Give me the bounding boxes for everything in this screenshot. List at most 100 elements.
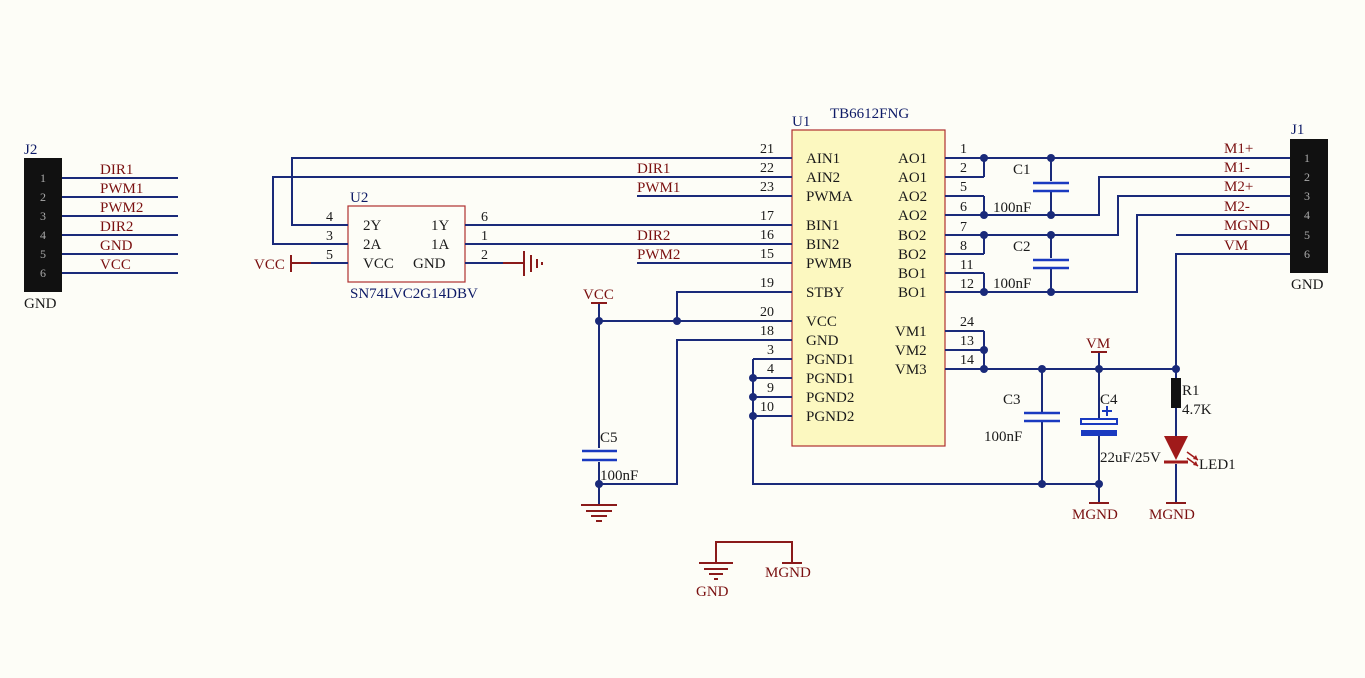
j2-pin-4: 4	[40, 228, 46, 242]
u2-pin-num-2: 2	[481, 248, 488, 263]
u1-pin-vm3: VM3	[895, 362, 927, 378]
u1-pin-num-12: 12	[960, 277, 974, 292]
gnd-mgnd-bridge: GND MGND	[696, 541, 811, 600]
vcc-symbol-u2: VCC	[254, 255, 311, 273]
ic-u2: U2 4 3 5 6 1 2 2Y 2A VCC 1Y 1A GND SN74L…	[311, 190, 503, 302]
u2-pin-1a: 1A	[431, 237, 450, 253]
capacitor-c4: C4 22uF/25V	[1080, 392, 1161, 466]
led1-ref: LED1	[1199, 457, 1236, 473]
vm-c4-label: VM	[1086, 336, 1110, 352]
u2-part: SN74LVC2G14DBV	[350, 286, 478, 302]
j1-pin-5: 5	[1304, 228, 1310, 242]
junction-dots	[595, 154, 1180, 488]
u1-part: TB6612FNG	[830, 106, 909, 122]
u1-pin-bin2: BIN2	[806, 237, 839, 253]
ic-u1: TB6612FNG U1	[753, 106, 984, 447]
u1-pin-num-21: 21	[760, 142, 774, 157]
u1-pin-num-1: 1	[960, 142, 967, 157]
u1-pin-ao2-a: AO2	[898, 189, 927, 205]
net-label-pwm2: PWM2	[637, 247, 680, 263]
ground-icon-u2	[503, 251, 543, 276]
c4-value: 22uF/25V	[1100, 450, 1161, 466]
u2-pin-num-6: 6	[481, 210, 488, 225]
j2-pin-2: 2	[40, 190, 46, 204]
bridge-gnd-label: GND	[696, 584, 729, 600]
j1-body	[1290, 139, 1328, 273]
u1-pin-num-24: 24	[960, 315, 974, 330]
j1-net-mgnd: MGND	[1224, 218, 1270, 234]
logic-net-labels: DIR1 PWM1 DIR2 PWM2	[637, 161, 680, 263]
u1-pin-num-15: 15	[760, 247, 774, 262]
c5-value: 100nF	[600, 468, 638, 484]
u1-pin-stby: STBY	[806, 285, 845, 301]
j1-ref: J1	[1291, 122, 1304, 138]
u2-pin-1y: 1Y	[431, 218, 450, 234]
u1-pin-bo2-b: BO2	[898, 247, 926, 263]
u1-pin-ao2-b: AO2	[898, 208, 927, 224]
j1-net-m2n: M2-	[1224, 199, 1250, 215]
u2-pin-2a: 2A	[363, 237, 382, 253]
j2-net-pwm2: PWM2	[100, 200, 143, 216]
j2-pin-5: 5	[40, 247, 46, 261]
u1-pin-ain1: AIN1	[806, 151, 840, 167]
u2-pin-num-4: 4	[326, 210, 333, 225]
capacitor-c3: C3 100nF	[984, 392, 1060, 445]
logic-wires	[272, 157, 1099, 505]
j1-net-m1p: M1+	[1224, 141, 1253, 157]
u2-pin-2y: 2Y	[363, 218, 382, 234]
connector-j2: J2 1 2 3 4 5 6 DIR1 PWM1 PWM2 DIR2 GND V…	[24, 142, 178, 312]
u1-pin-bin1: BIN1	[806, 218, 839, 234]
u1-pin-num-16: 16	[760, 228, 774, 243]
u1-pin-bo1-b: BO1	[898, 285, 926, 301]
connector-j1: J1 1 2 3 4 5 6 M1+ M1- M2+ M2- MGND VM G…	[1224, 122, 1328, 293]
c5-ref: C5	[600, 430, 618, 446]
u1-pin-num-23: 23	[760, 180, 774, 195]
c3-value: 100nF	[984, 429, 1022, 445]
capacitor-c1: C1 100nF	[993, 162, 1069, 216]
u1-pin-num-7: 7	[960, 220, 967, 235]
ground-icon-c5	[581, 504, 617, 522]
j1-pin-2: 2	[1304, 170, 1310, 184]
j2-net-dir2: DIR2	[100, 219, 133, 235]
u1-pin-pgnd2-a: PGND2	[806, 390, 854, 406]
u1-pin-num-5: 5	[960, 180, 967, 195]
u1-body	[791, 129, 946, 447]
u1-pin-num-20: 20	[760, 305, 774, 320]
j1-pin-3: 3	[1304, 189, 1310, 203]
u1-pin-vm1: VM1	[895, 324, 927, 340]
j2-net-pwm1: PWM1	[100, 181, 143, 197]
u1-pin-num-18: 18	[760, 324, 774, 339]
u1-pin-num-10: 10	[760, 400, 774, 415]
u1-pin-pgnd1-b: PGND1	[806, 371, 854, 387]
u1-pin-pwma: PWMA	[806, 189, 853, 205]
c3-ref: C3	[1003, 392, 1021, 408]
j1-ground-label: GND	[1291, 277, 1324, 293]
c2-ref: C2	[1013, 239, 1031, 255]
u1-pin-pgnd2-b: PGND2	[806, 409, 854, 425]
u1-pin-num-19: 19	[760, 276, 774, 291]
net-label-pwm1: PWM1	[637, 180, 680, 196]
j2-ground-label: GND	[24, 296, 57, 312]
u1-pin-gnd: GND	[806, 333, 839, 349]
j2-net-vcc: VCC	[100, 257, 131, 273]
u2-ref: U2	[350, 190, 368, 206]
u1-pin-bo1-a: BO1	[898, 266, 926, 282]
c2-value: 100nF	[993, 276, 1031, 292]
u1-pin-num-8: 8	[960, 239, 967, 254]
u1-pin-num-14: 14	[960, 353, 974, 368]
u1-pin-num-17: 17	[760, 209, 774, 224]
vm-symbol-c4: VM	[1086, 336, 1110, 353]
j2-ref: J2	[24, 142, 37, 158]
u2-pin-vcc: VCC	[363, 256, 394, 272]
u1-pin-num-3: 3	[767, 343, 774, 358]
u1-pin-num-4: 4	[767, 362, 774, 377]
j2-net-gnd: GND	[100, 238, 133, 254]
c1-ref: C1	[1013, 162, 1031, 178]
capacitor-c2: C2 100nF	[993, 239, 1069, 292]
j2-pin-6: 6	[40, 266, 46, 280]
u1-pin-vcc: VCC	[806, 314, 837, 330]
u1-pin-num-9: 9	[767, 381, 774, 396]
u1-pin-pwmb: PWMB	[806, 256, 852, 272]
led-icon: LED1	[1164, 436, 1236, 473]
